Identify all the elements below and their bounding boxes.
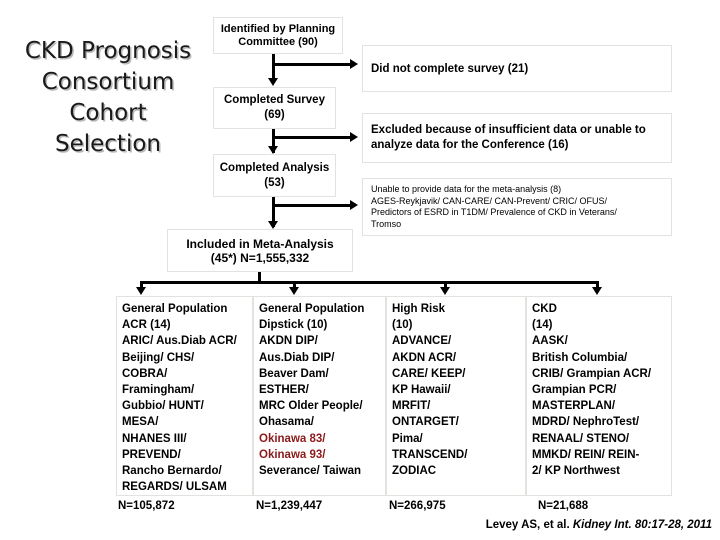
cohort-line: AKDN DIP/ [259,335,318,348]
cohort-column-ckd: CKD (14) AASK/British Columbia/CRIB/ Gram… [526,296,672,496]
connector-identified-to-exclusion [272,63,350,66]
arrowhead-bus-to-col-1 [289,287,299,295]
arrowhead-identified-to-exclusion [350,59,358,69]
cohort-line: ESTHER/ [259,384,309,397]
cohort-line: ZODIAC [392,465,437,478]
cohort-line: COBRA/ [122,367,168,380]
cohort-line: CARE/ KEEP/ [392,367,466,380]
node-identified-by-planning-committee: Identified by Planning Committee (90) [213,17,343,54]
cohort-total-2: N=266,975 [389,500,446,512]
arrowhead-survey-to-exclusion [350,132,358,142]
arrowhead-bus-to-col-2 [440,287,450,295]
cohort-line: REGARDS/ ULSAM [122,481,227,494]
arrowhead-identified-to-survey [268,78,278,86]
cohort-line: TRANSCEND/ [392,448,468,461]
connector-bus-to-col-3 [596,281,599,289]
connector-bus-to-col-1 [293,281,296,289]
cohort-line: Ohasama/ [259,416,314,429]
cohort-line: MDRD/ NephroTest/ [532,416,640,429]
cohort-line: AKDN ACR/ [392,351,457,364]
cohort-line: ONTARGET/ [392,416,459,429]
connector-bus-to-col-0 [140,281,143,289]
cohort-line: ADVANCE/ [392,335,452,348]
cohort-line: Grampian PCR/ [532,384,617,397]
citation: Levey AS, et al. Kidney Int. 80:17-28, 2… [300,519,712,531]
cohort-column-high-risk: High Risk (10) ADVANCE/AKDN ACR/CARE/ KEEP… [386,296,526,496]
connector-distribution-bus [140,281,599,284]
cohort-line: Rancho Bernardo/ [122,465,222,478]
arrowhead-analysis-to-included [268,221,278,229]
cohort-line: Pima/ [392,432,423,445]
arrowhead-analysis-to-exclusion [350,200,358,210]
cohort-line: MRC Older People/ [259,400,363,413]
connector-survey-to-exclusion [272,136,350,139]
cohort-line: NHANES III/ [122,432,187,445]
connector-identified-to-survey [272,54,275,79]
citation-authors: Levey AS, et al. [485,519,573,531]
cohort-line: AASK/ [532,335,568,348]
arrowhead-bus-to-col-3 [592,287,602,295]
cohort-line: Aus.Diab DIP/ [259,351,335,364]
cohort-line: Okinawa 93/ [259,448,326,461]
node-excluded-insufficient-data: Excluded because of insufficient data or… [362,113,672,163]
cohort-line: Framingham/ [122,384,195,397]
unable-detail-3: Tromso [371,218,402,229]
cohort-line: PREVEND/ [122,448,181,461]
cohort-line: CKD [532,303,557,315]
arrowhead-survey-to-analysis [268,146,278,154]
connector-analysis-to-included [272,197,275,227]
unable-detail-2: Predictors of ESRD in T1DM/ Prevalence o… [371,207,617,217]
cohort-line: MASTERPLAN/ [532,400,616,413]
connector-analysis-to-exclusion [272,204,350,207]
arrowhead-bus-to-col-0 [136,287,146,295]
cohort-line: Severance/ Taiwan [259,465,362,478]
node-completed-survey: Completed Survey (69) [213,87,336,129]
title-line-1: CKD Prognosis [24,38,192,64]
title-line-4: Selection [55,131,161,157]
cohort-line: General Population [122,303,228,315]
cohort-total-3: N=21,688 [538,500,589,512]
unable-headline: Unable to provide data for the meta-anal… [371,184,562,194]
cohort-line: CRIB/ Grampian ACR/ [532,367,652,380]
cohort-line: MMKD/ REIN/ REIN- [532,448,640,461]
connector-survey-to-analysis [272,129,275,153]
cohort-line: Beaver Dam/ [259,367,329,380]
cohort-line: British Columbia/ [532,351,628,364]
title-line-3: Cohort [69,100,147,126]
cohort-line: ARIC/ Aus.Diab ACR/ [122,335,237,348]
unable-detail-1: AGES-Reykjavik/ CAN-CARE/ CAN-Prevent/ C… [371,195,608,206]
cohort-line: Beijing/ CHS/ [122,351,195,364]
connector-bus-to-col-2 [444,281,447,289]
cohort-line: ACR (14) [122,319,171,332]
cohort-line: 2/ KP Northwest [532,465,620,478]
title-line-2: Consortium [41,69,175,95]
node-unable-to-provide-data: Unable to provide data for the meta-anal… [362,178,672,236]
cohort-line: KP Hawaii/ [392,384,451,397]
cohort-line: Dipstick (10) [259,319,328,332]
cohort-line: Okinawa 83/ [259,432,326,445]
cohort-total-0: N=105,872 [118,500,175,512]
connector-included-to-bus [258,272,261,283]
cohort-line: (14) [532,319,553,332]
cohort-line: (10) [392,319,413,332]
cohort-line: MRFIT/ [392,400,431,413]
cohort-total-1: N=1,239,447 [256,500,323,512]
node-did-not-complete-survey: Did not complete survey (21) [362,45,672,92]
node-included-in-meta-analysis: Included in Meta-Analysis (45*) N=1,555,… [167,229,353,272]
node-completed-analysis: Completed Analysis (53) [213,154,336,197]
cohort-line: General Population [259,303,365,315]
cohort-line: Gubbio/ HUNT/ [122,400,204,413]
page-title: CKD Prognosis Consortium Cohort Selectio… [8,36,208,160]
citation-source: Kidney Int. 80:17-28, 2011 [572,519,712,531]
cohort-line: MESA/ [122,416,159,429]
cohort-line: RENAAL/ STENO/ [532,432,630,445]
cohort-line: High Risk [392,303,446,315]
